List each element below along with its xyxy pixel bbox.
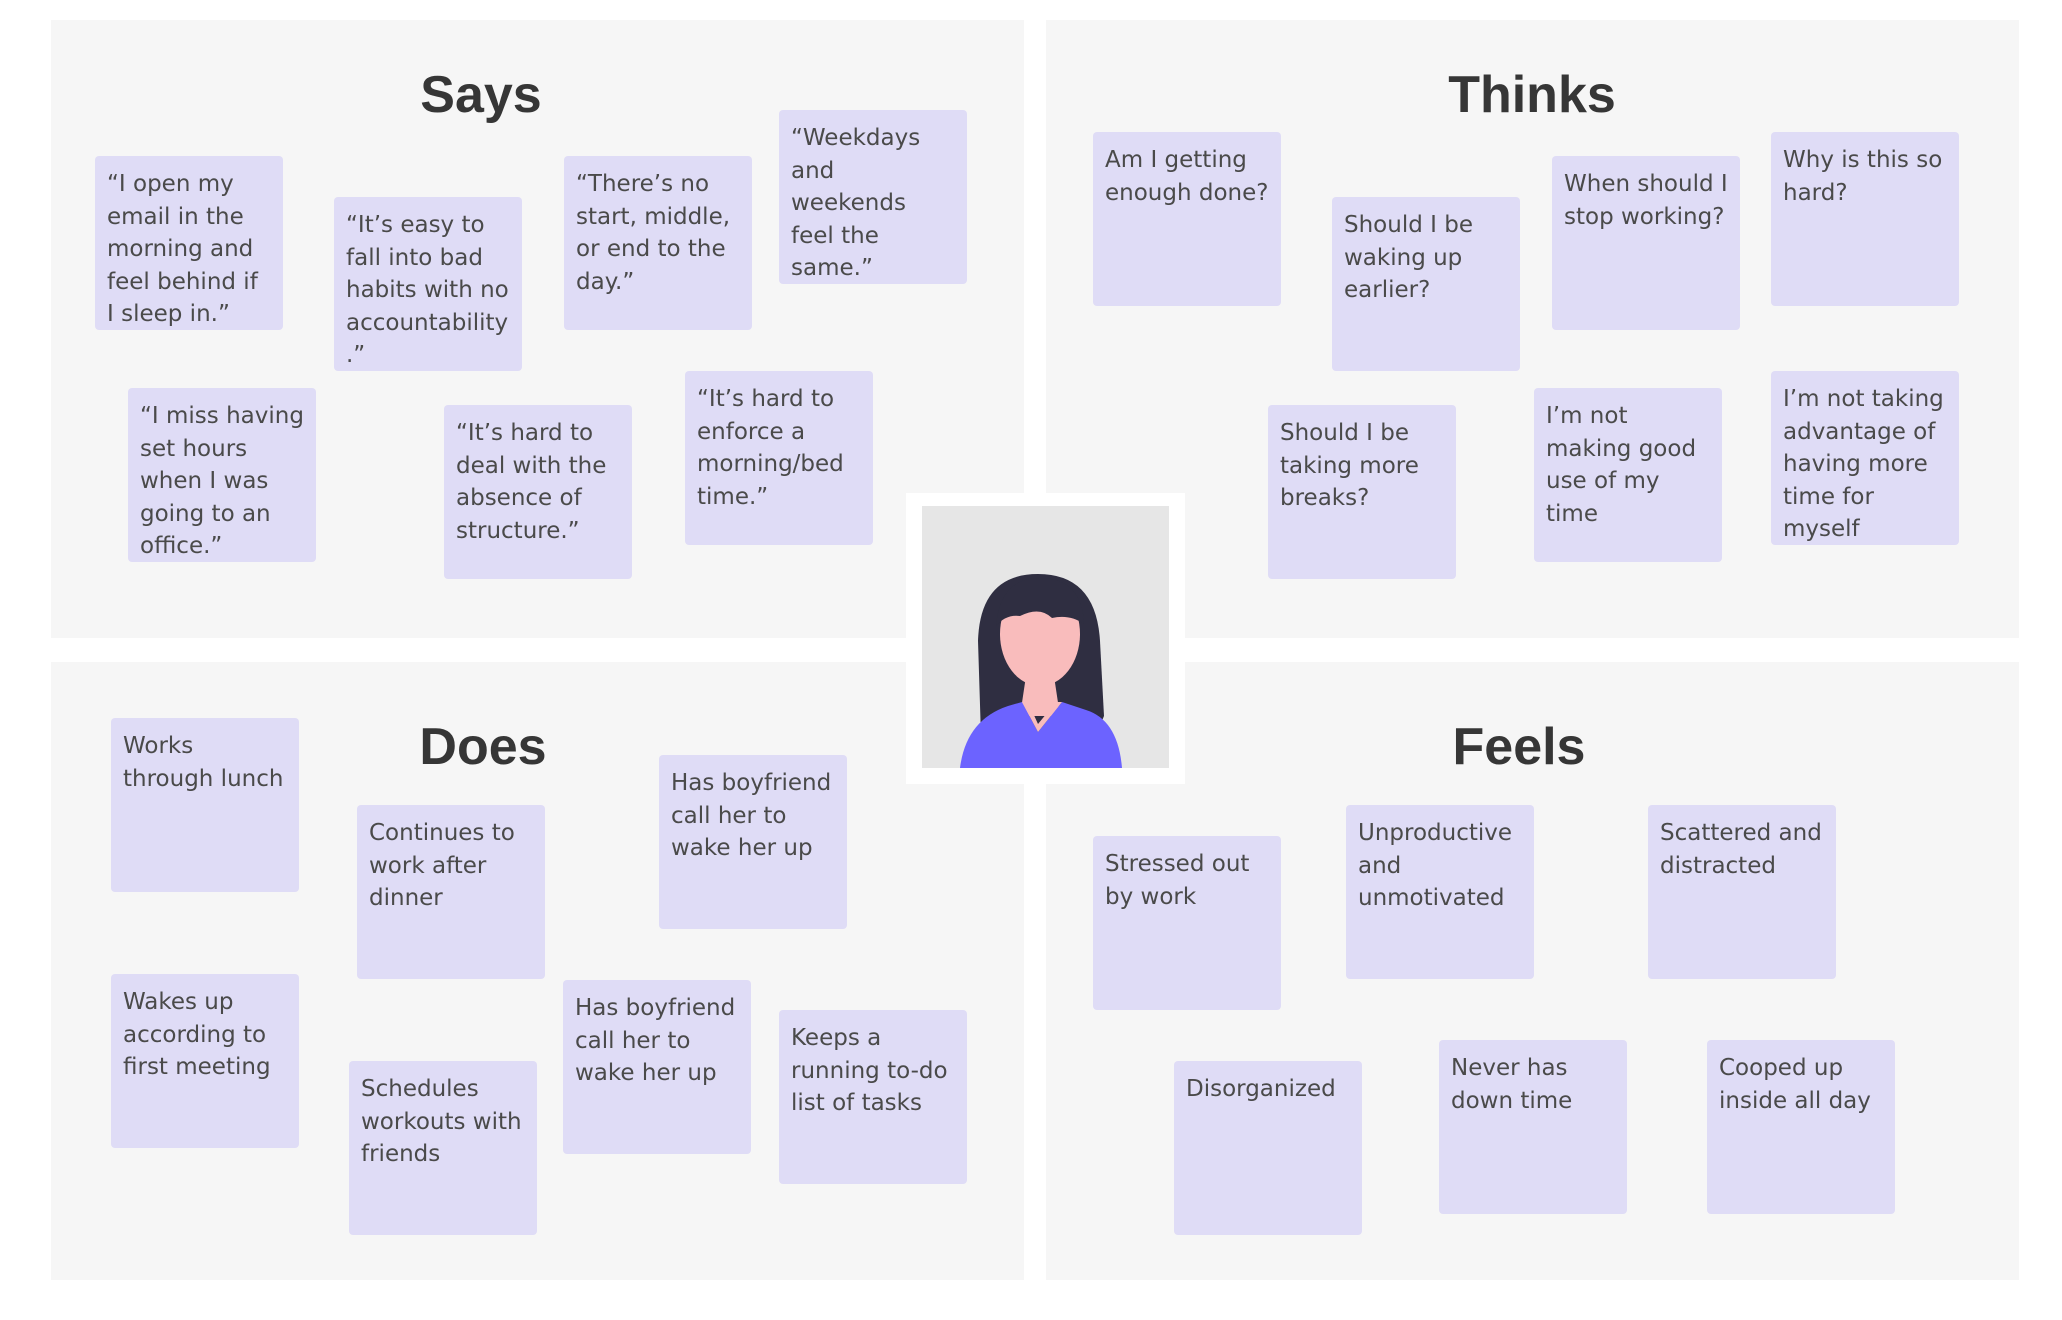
sticky-note[interactable]: When should I stop working? [1552, 156, 1740, 330]
feels-title: Feels [1452, 718, 1586, 776]
sticky-note[interactable]: Scattered and distracted [1648, 805, 1836, 979]
sticky-note[interactable]: “Weekdays and weekends feel the same.” [779, 110, 967, 284]
shirt-shape [960, 702, 1122, 768]
sticky-note[interactable]: Should I be waking up earlier? [1332, 197, 1520, 371]
sticky-note[interactable]: Cooped up inside all day [1707, 1040, 1895, 1214]
sticky-note[interactable]: Unproductive and unmotivated [1346, 805, 1534, 979]
persona-avatar [922, 506, 1169, 768]
persona-card[interactable] [906, 493, 1185, 784]
sticky-note[interactable]: “I open my email in the morning and feel… [95, 156, 283, 330]
thinks-quadrant: Thinks Am I getting enough done? Should … [1046, 20, 2019, 638]
sticky-note[interactable]: Wakes up according to first meeting [111, 974, 299, 1148]
sticky-note[interactable]: “It’s hard to enforce a morning/bed time… [685, 371, 873, 545]
says-quadrant: Says “I open my email in the morning and… [51, 20, 1024, 638]
person-avatar-icon [960, 574, 1122, 768]
neck-shape [1020, 676, 1060, 716]
sticky-note[interactable]: Never has down time [1439, 1040, 1627, 1214]
sticky-note[interactable]: “I miss having set hours when I was goin… [128, 388, 316, 562]
sticky-note[interactable]: “There’s no start, middle, or end to the… [564, 156, 752, 330]
neckline-shape [1022, 702, 1062, 732]
feels-quadrant: Feels Stressed out by work Unproductive … [1046, 662, 2019, 1280]
sticky-note[interactable]: Disorganized [1174, 1061, 1362, 1235]
bangs-shape [996, 578, 1084, 626]
says-title: Says [420, 66, 542, 124]
sticky-note[interactable]: Schedules workouts with friends [349, 1061, 537, 1235]
sticky-note[interactable]: I’m not making good use of my time [1534, 388, 1722, 562]
sticky-note[interactable]: I’m not taking advantage of having more … [1771, 371, 1959, 545]
sticky-note[interactable]: Should I be taking more breaks? [1268, 405, 1456, 579]
sticky-note[interactable]: “It’s easy to fall into bad habits with … [334, 197, 522, 371]
sticky-note[interactable]: “It’s hard to deal with the absence of s… [444, 405, 632, 579]
sticky-note[interactable]: Has boyfriend call her to wake her up [563, 980, 751, 1154]
sticky-note[interactable]: Has boyfriend call her to wake her up [659, 755, 847, 929]
sticky-note[interactable]: Works through lunch [111, 718, 299, 892]
sticky-note[interactable]: Am I getting enough done? [1093, 132, 1281, 306]
does-title: Does [419, 718, 547, 776]
sticky-note[interactable]: Why is this so hard? [1771, 132, 1959, 306]
sticky-note[interactable]: Continues to work after dinner [357, 805, 545, 979]
does-quadrant: Does Works through lunch Continues to wo… [51, 662, 1024, 1280]
thinks-title: Thinks [1448, 66, 1616, 124]
sticky-note[interactable]: Keeps a running to-do list of tasks [779, 1010, 967, 1184]
sticky-note[interactable]: Stressed out by work [1093, 836, 1281, 1010]
